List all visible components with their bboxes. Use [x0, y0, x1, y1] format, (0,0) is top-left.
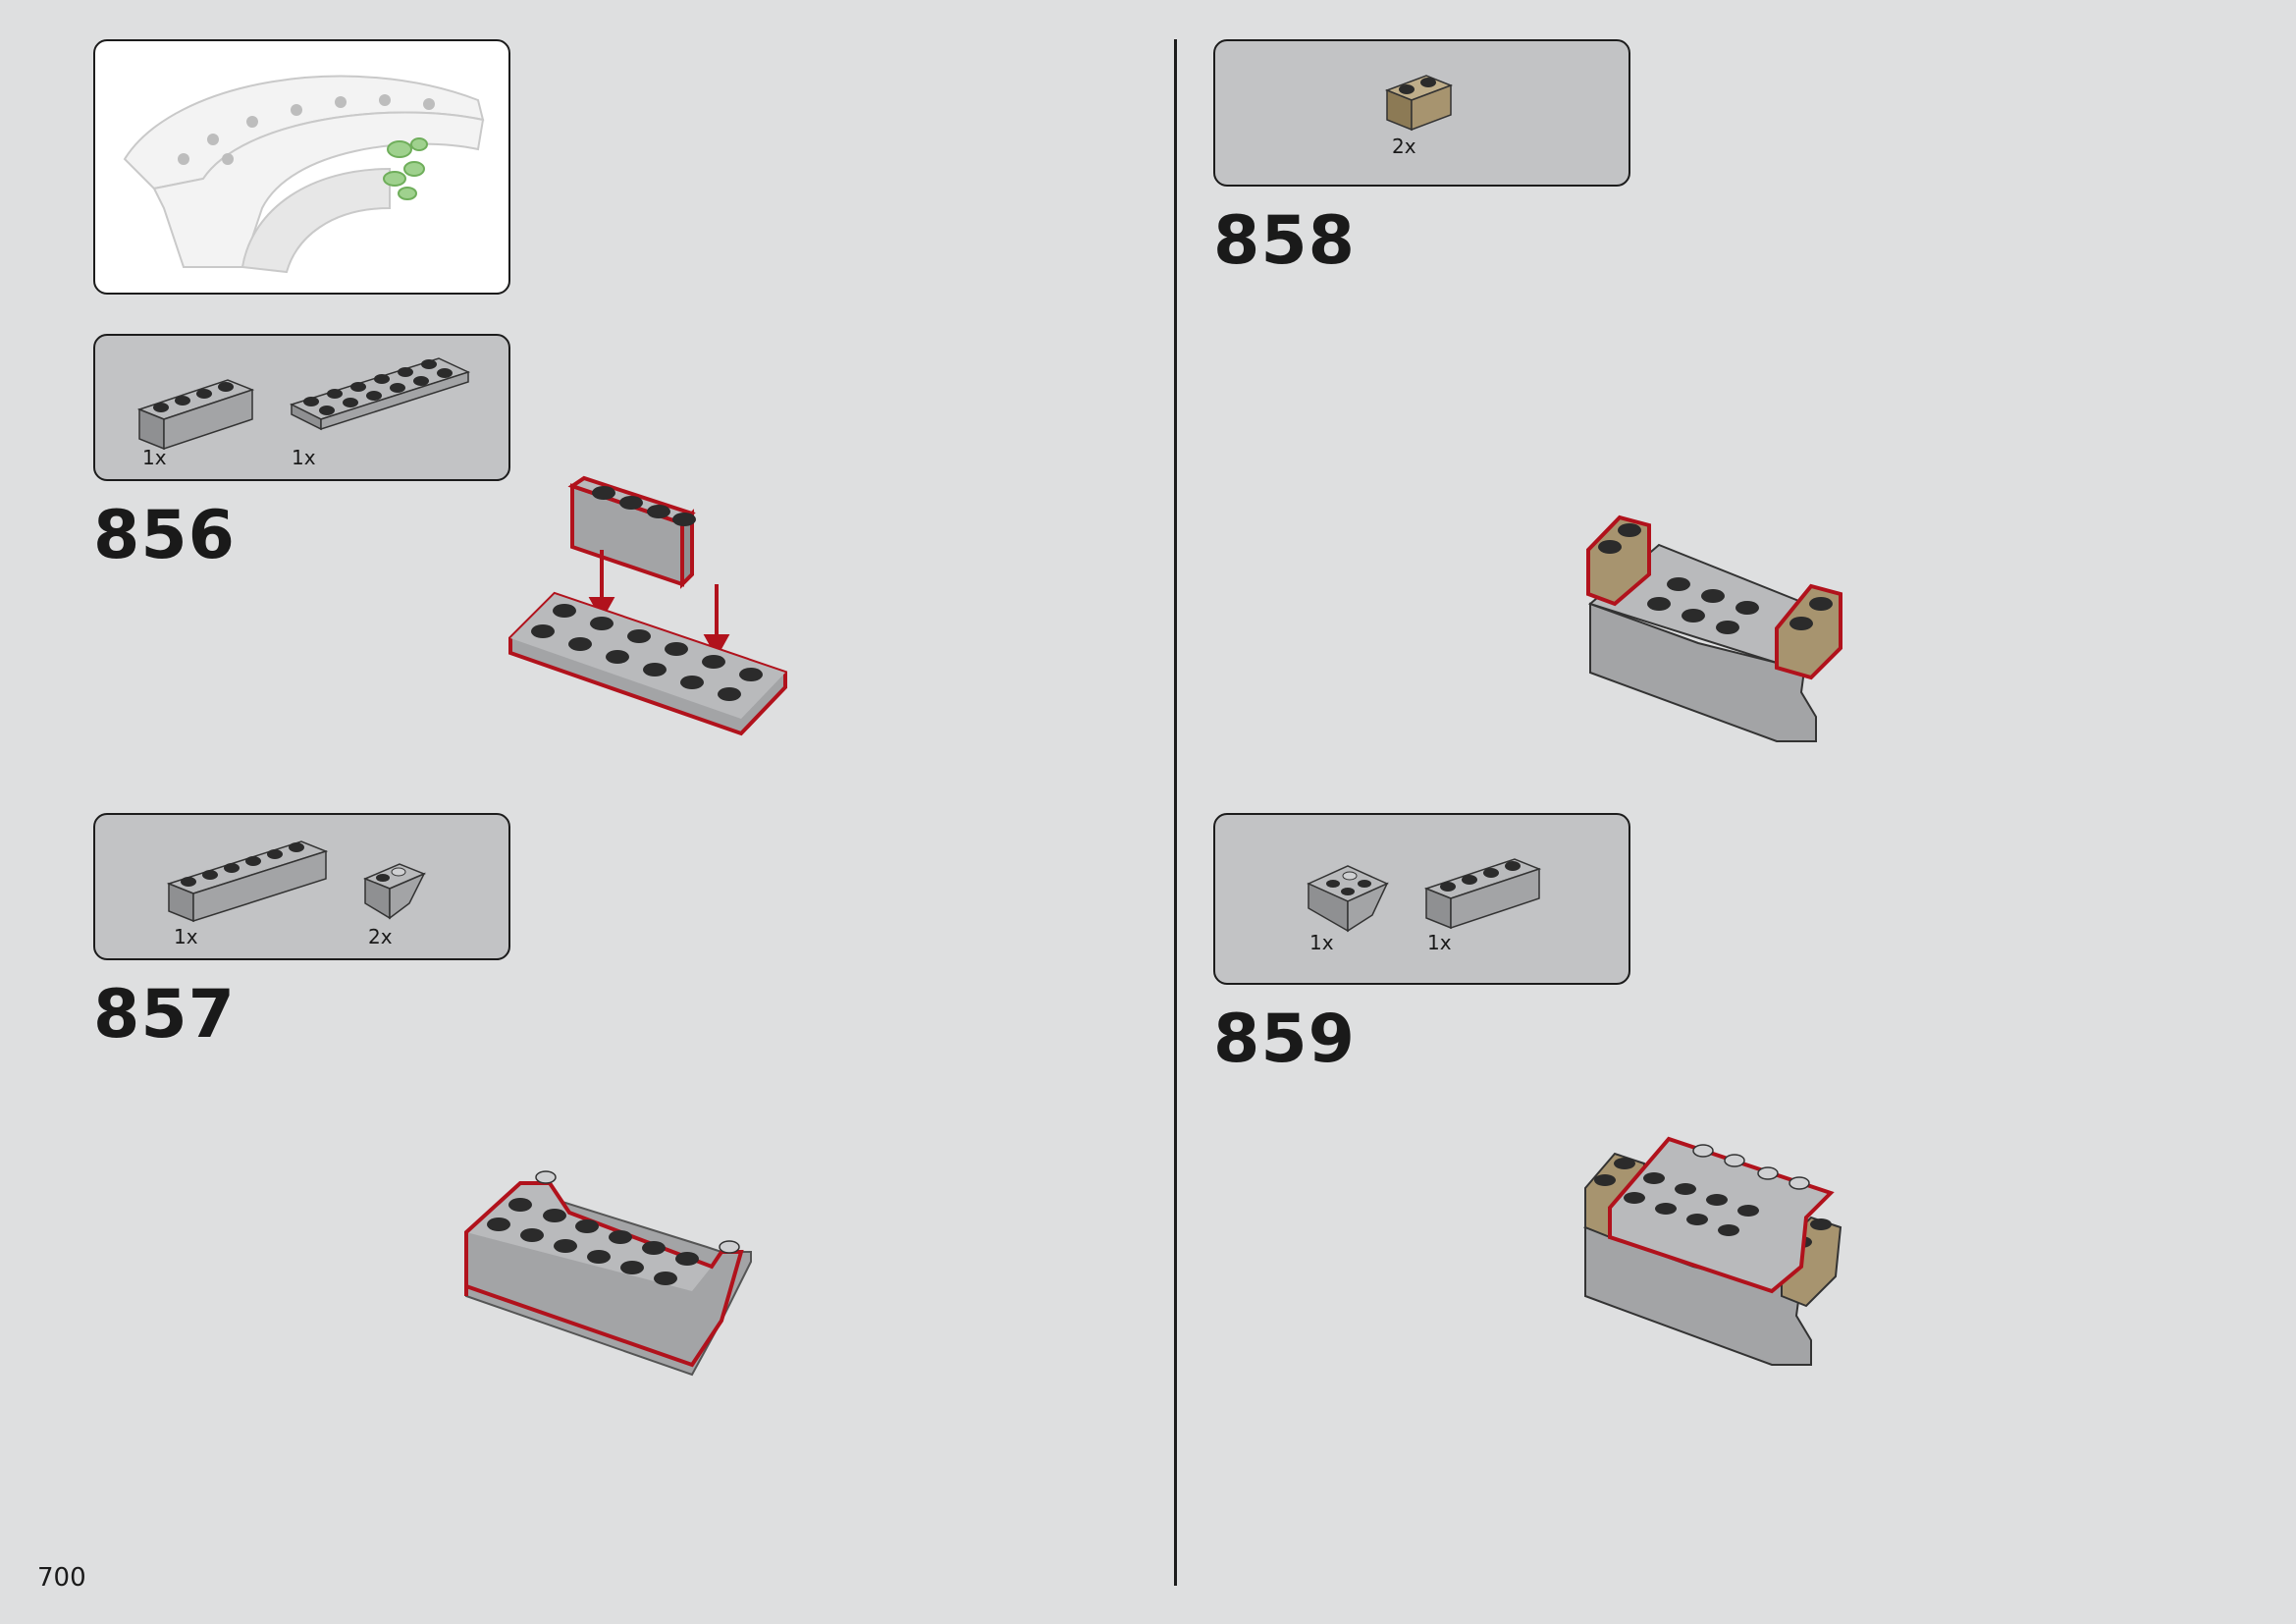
brick-masonry-1x2-icon	[1384, 75, 1454, 132]
brick-1x4-icon	[136, 379, 255, 451]
plate-2x6-icon	[290, 357, 471, 431]
brick-1x4-icon	[1423, 858, 1542, 930]
finished-model-preview	[93, 39, 510, 295]
step-858-number: 858	[1213, 202, 1356, 280]
step-856-number: 856	[93, 497, 236, 574]
page-divider	[1174, 39, 1177, 1586]
bridge-model-illustration	[123, 75, 485, 274]
step-857-part-2-qty: 2x	[368, 925, 393, 948]
step-857-part-1-qty: 1x	[174, 925, 198, 948]
step-858-part-1-qty: 2x	[1392, 135, 1416, 158]
step-859-parts-box: 1x 1x	[1213, 813, 1630, 985]
step-857-assembly-illustration	[464, 1170, 752, 1377]
step-856-assembly-illustration	[508, 475, 787, 736]
slope-inverted-2x2-icon	[1307, 865, 1389, 933]
step-856-part-2-qty: 1x	[292, 446, 316, 469]
step-859-number: 859	[1213, 1001, 1356, 1078]
brick-1x6-icon	[166, 840, 329, 923]
step-859-part-2-qty: 1x	[1427, 931, 1452, 954]
step-857-parts-box: 1x 2x	[93, 813, 510, 960]
step-858-parts-box: 2x	[1213, 39, 1630, 187]
step-858-assembly-illustration	[1586, 514, 1842, 742]
page-number: 700	[37, 1563, 86, 1593]
step-857-number: 857	[93, 976, 236, 1054]
slope-inverted-icon	[363, 863, 426, 920]
step-856-parts-box: 1x 1x	[93, 334, 510, 481]
step-859-assembly-illustration	[1582, 1136, 1842, 1366]
step-859-part-1-qty: 1x	[1309, 931, 1334, 954]
step-856-part-1-qty: 1x	[142, 446, 167, 469]
